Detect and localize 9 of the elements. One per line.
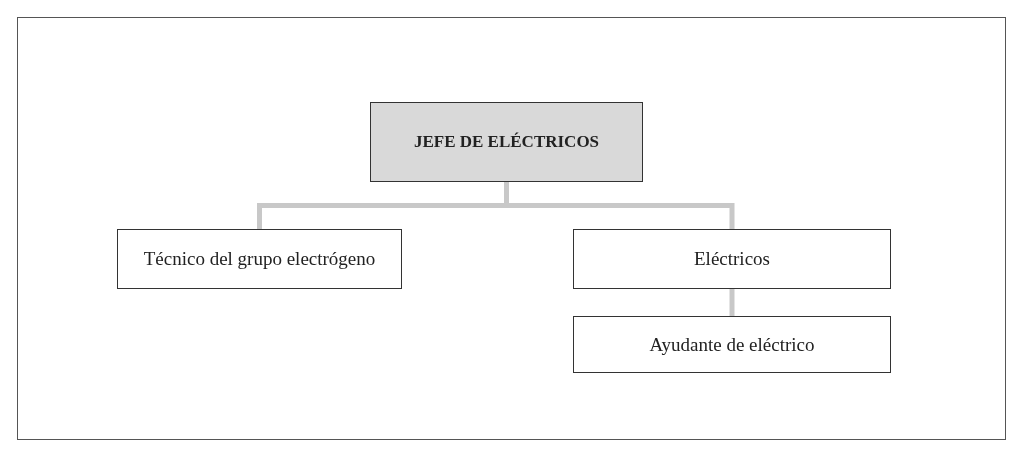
box-label: Ayudante de eléctrico (649, 333, 815, 356)
connector-line (729, 289, 735, 316)
org-box (370, 102, 643, 182)
box-label: Técnico del grupo electrógeno (143, 248, 376, 270)
box-label: JEFE DE ELÉCTRICOS (413, 132, 600, 152)
org-box (117, 229, 402, 289)
org-box (573, 229, 891, 289)
org-box (573, 316, 891, 373)
box-label: Eléctricos (694, 248, 770, 270)
